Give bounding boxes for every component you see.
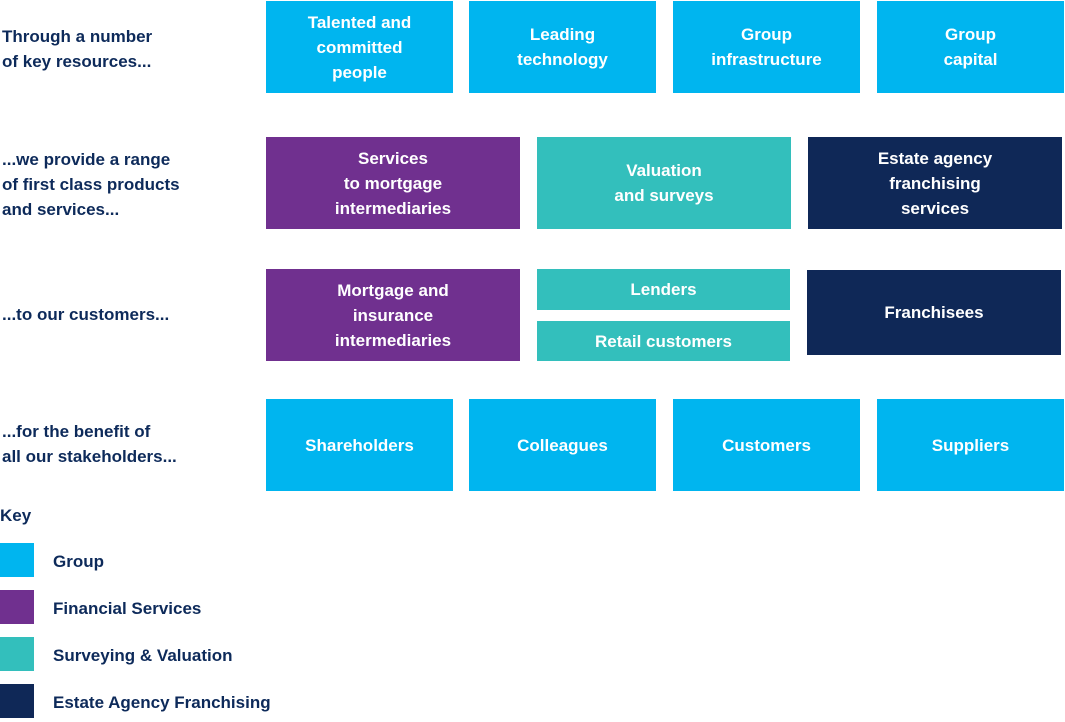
service-box-valuation: Valuation and surveys: [537, 137, 791, 229]
customer-box-franchisees: Franchisees: [807, 270, 1061, 355]
key-label-group: Group: [53, 552, 104, 571]
stakeholder-box-suppliers: Suppliers: [877, 399, 1064, 491]
resource-box-capital: Group capital: [877, 1, 1064, 93]
service-box-estate-agency: Estate agency franchising services: [808, 137, 1062, 229]
service-box-mortgage-intermediaries: Services to mortgage intermediaries: [266, 137, 520, 229]
row-label-customers: ...to our customers...: [2, 305, 170, 324]
stakeholder-box-shareholders: Shareholders: [266, 399, 453, 491]
key-swatch-surveying-valuation: [0, 637, 34, 671]
resource-box-infrastructure: Group infrastructure: [673, 1, 860, 93]
key-swatch-group: [0, 543, 34, 577]
key-label-estate-agency-franchising: Estate Agency Franchising: [53, 693, 271, 712]
row-label-services: ...we provide a range of first class pro…: [2, 150, 180, 219]
customer-box-intermediaries: Mortgage and insurance intermediaries: [266, 269, 520, 361]
key-swatch-financial-services: [0, 590, 34, 624]
customer-box-retail: Retail customers: [537, 321, 790, 361]
customer-box-lenders: Lenders: [537, 269, 790, 310]
stakeholder-box-customers: Customers: [673, 399, 860, 491]
key-title: Key: [0, 506, 32, 525]
stakeholder-box-colleagues: Colleagues: [469, 399, 656, 491]
row-label-resources: Through a number of key resources...: [2, 27, 153, 71]
key-swatch-estate-agency-franchising: [0, 684, 34, 718]
row-label-stakeholders: ...for the benefit of all our stakeholde…: [2, 422, 177, 466]
resource-box-people: Talented and committed people: [266, 1, 453, 93]
resource-box-technology: Leading technology: [469, 1, 656, 93]
key-label-surveying-valuation: Surveying & Valuation: [53, 646, 233, 665]
key-label-financial-services: Financial Services: [53, 599, 202, 618]
